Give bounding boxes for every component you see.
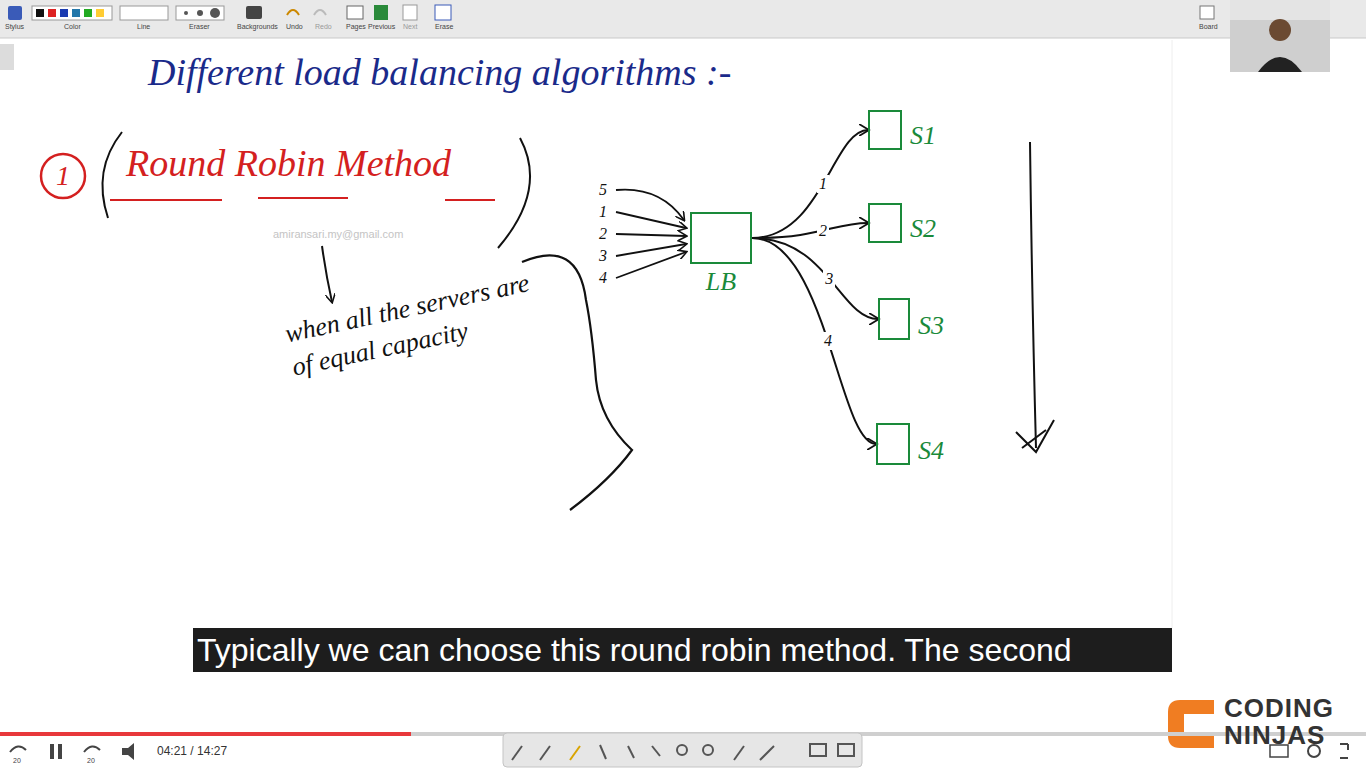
skip-seconds: 20 <box>87 756 95 765</box>
toolbar-label: Erase <box>435 22 453 32</box>
pointer-arrow <box>322 246 332 302</box>
toolbar-label: Pages <box>346 22 366 32</box>
method-name: Round Robin Method <box>126 140 451 186</box>
progress-fill <box>0 732 411 736</box>
caption-bar <box>193 628 1172 672</box>
request-arrows <box>616 190 686 278</box>
route-number: 2 <box>817 222 829 240</box>
flow-arrow <box>1030 142 1036 448</box>
toolbar-label: Board <box>1199 22 1218 32</box>
server-label: S1 <box>910 122 936 150</box>
route-number: 4 <box>822 332 834 350</box>
request-route <box>752 223 868 238</box>
watermark: amiransari.my@gmail.com <box>273 227 403 241</box>
box-outline <box>868 203 902 243</box>
handwritten-note: when all the servers are of equal capaci… <box>282 262 560 385</box>
skip-seconds: 20 <box>13 756 21 765</box>
request-number: 1 <box>599 202 607 222</box>
toolbar-label: Line <box>137 22 150 32</box>
curly-brace <box>522 255 632 510</box>
server-box: S4 <box>876 423 944 465</box>
video-time: 04:21 / 14:27 <box>157 744 227 758</box>
request-number: 4 <box>599 268 607 288</box>
brand-logo <box>1168 700 1214 748</box>
side-tab <box>0 44 14 70</box>
route-number: 1 <box>817 175 829 193</box>
arrow-head <box>1016 420 1054 452</box>
route-number: 3 <box>823 270 835 288</box>
box-outline <box>690 212 752 264</box>
server-box: S2 <box>868 203 936 243</box>
bracket <box>498 138 530 248</box>
box-outline <box>878 298 910 340</box>
request-number: 3 <box>599 246 607 266</box>
toolbar-label: Next <box>403 22 417 32</box>
brand-name: CODING <box>1224 694 1334 722</box>
server-label: S2 <box>910 215 936 243</box>
toolbar-label: Undo <box>286 22 303 32</box>
step-number: 1 <box>47 158 79 194</box>
server-label: S3 <box>918 312 944 340</box>
request-route <box>752 130 868 238</box>
bracket <box>102 132 122 218</box>
box-label: LB <box>706 268 736 296</box>
server-box: S3 <box>878 298 944 340</box>
toolbar-label: Stylus <box>5 22 24 32</box>
toolbar-label: Previous <box>368 22 395 32</box>
toolbar <box>0 0 1366 38</box>
server-box: S1 <box>868 110 936 150</box>
box-outline <box>868 110 902 150</box>
toolbar-label: Backgrounds <box>237 22 278 32</box>
draw-toolbar <box>503 733 862 767</box>
board-title: Different load balancing algorithms :- <box>148 50 731 94</box>
step-circle <box>41 154 85 198</box>
draw-tools <box>512 744 854 760</box>
load-balancer-box: LB <box>690 212 752 296</box>
toolbar-label: Eraser <box>189 22 210 32</box>
box-outline <box>876 423 910 465</box>
request-number: 5 <box>599 180 607 200</box>
toolbar-icons <box>8 5 1214 20</box>
underline <box>110 198 495 200</box>
webcam-thumbnail <box>1230 0 1330 72</box>
server-label: S4 <box>918 437 944 465</box>
subtitle-caption: Typically we can choose this round robin… <box>197 630 1072 670</box>
request-number: 2 <box>599 224 607 244</box>
brand-name: NINJAS <box>1224 721 1325 749</box>
toolbar-label: Color <box>64 22 81 32</box>
request-route <box>752 238 876 444</box>
toolbar-label: Redo <box>315 22 332 32</box>
